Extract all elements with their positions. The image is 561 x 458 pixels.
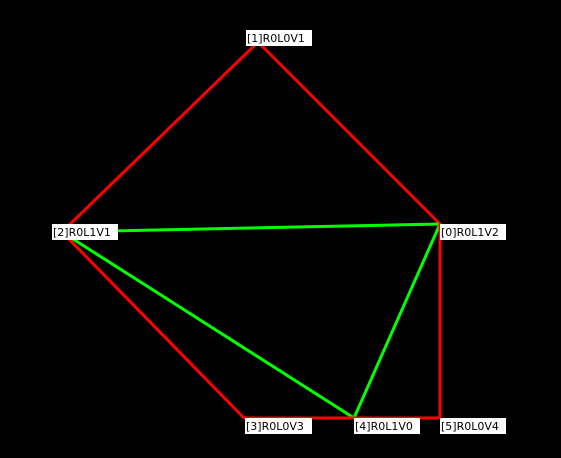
edge-1-2 xyxy=(60,40,260,234)
edge-1-0 xyxy=(256,40,442,226)
node-4-label-bg xyxy=(354,418,420,434)
node-0: [0]R0L1V2 xyxy=(440,224,506,240)
node-5: [5]R0L0V4 xyxy=(440,418,506,434)
edge-layer xyxy=(60,40,442,420)
node-5-label: [5]R0L0V4 xyxy=(441,420,499,433)
node-0-label-bg xyxy=(440,224,506,240)
node-1-label: [1]R0L0V1 xyxy=(247,32,305,45)
node-2-label-bg xyxy=(52,224,118,240)
node-3: [3]R0L0V3 xyxy=(245,418,312,434)
node-0-label: [0]R0L1V2 xyxy=(441,226,499,239)
node-layer: [0]R0L1V2 [1]R0L0V1 [2]R0L1V1 [3]R0L0V3 … xyxy=(52,30,506,434)
node-5-label-bg xyxy=(440,418,506,434)
node-1: [1]R0L0V1 xyxy=(246,30,312,46)
node-3-label-bg xyxy=(245,418,312,434)
edge-2-4 xyxy=(60,230,356,420)
node-4: [4]R0L1V0 xyxy=(354,418,420,434)
node-1-label-bg xyxy=(246,30,312,46)
node-2-label: [2]R0L1V1 xyxy=(53,226,111,239)
node-3-label: [3]R0L0V3 xyxy=(246,420,304,433)
node-2: [2]R0L1V1 xyxy=(52,224,118,240)
edge-0-4 xyxy=(352,222,442,420)
edge-2-0 xyxy=(60,222,442,234)
edge-2-3 xyxy=(60,230,246,420)
node-4-label: [4]R0L1V0 xyxy=(355,420,413,433)
